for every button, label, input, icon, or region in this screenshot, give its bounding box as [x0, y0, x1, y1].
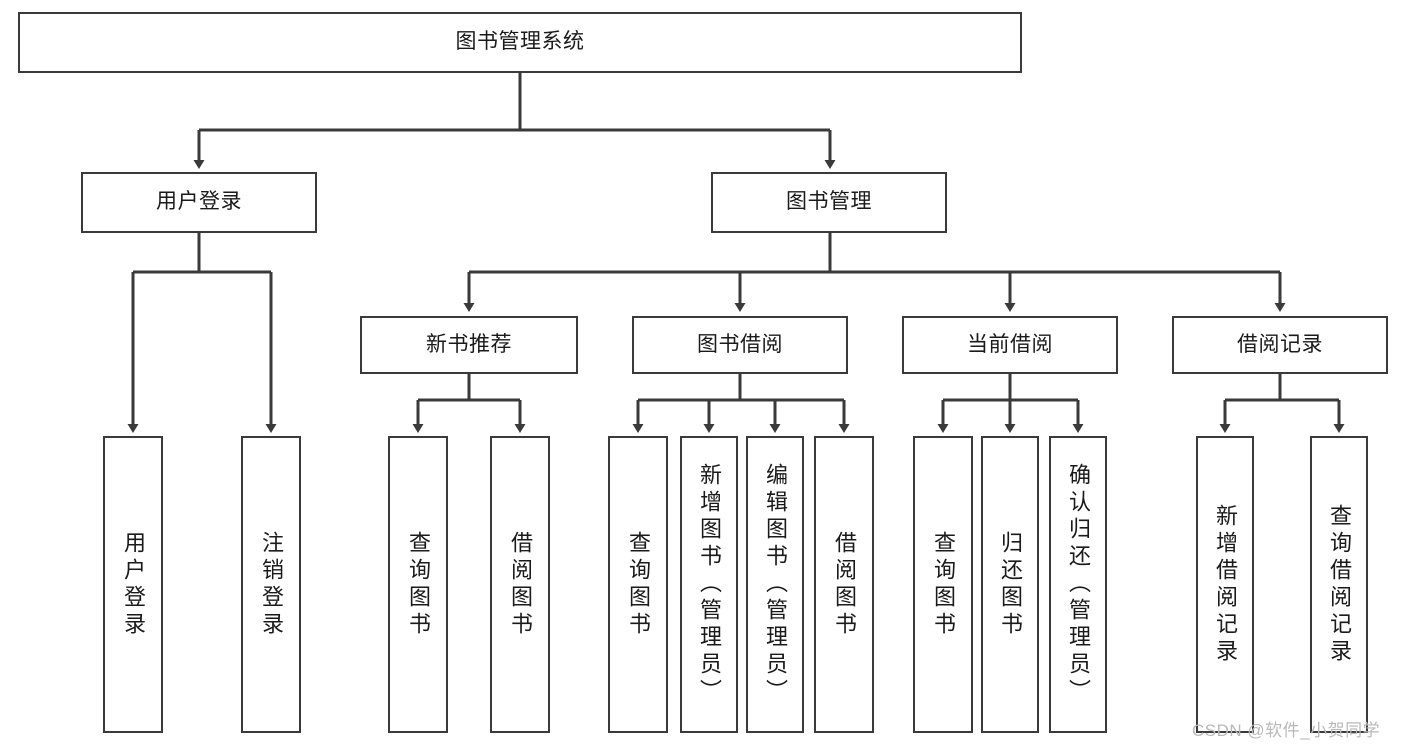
node-leaf-borrow-book-2-label: 借阅图书 [832, 530, 857, 639]
node-leaf-add-record-label: 新增借阅记录 [1213, 503, 1238, 666]
node-leaf-user-login-label: 用户登录 [121, 530, 146, 639]
node-leaf-borrow-book-1-label: 借阅图书 [508, 530, 533, 639]
node-leaf-return-book[interactable]: 归还图书 [981, 436, 1039, 733]
node-leaf-confirm-return-label: 确认归还（管理员） [1066, 463, 1091, 706]
node-new-book-recommend[interactable]: 新书推荐 [360, 316, 578, 374]
node-leaf-user-logout[interactable]: 注销登录 [241, 436, 301, 733]
node-new-book-recommend-label: 新书推荐 [426, 332, 512, 356]
node-borrow-record-label: 借阅记录 [1237, 332, 1323, 356]
node-leaf-query-book-1-label: 查询图书 [406, 530, 431, 639]
node-leaf-edit-book[interactable]: 编辑图书（管理员） [746, 436, 804, 733]
node-leaf-borrow-book-2[interactable]: 借阅图书 [814, 436, 874, 733]
node-current-borrow-label: 当前借阅 [967, 332, 1053, 356]
node-leaf-add-book-label: 新增图书（管理员） [697, 463, 722, 706]
node-leaf-borrow-book-1[interactable]: 借阅图书 [490, 436, 550, 733]
node-borrow-record[interactable]: 借阅记录 [1172, 316, 1388, 374]
node-current-borrow[interactable]: 当前借阅 [902, 316, 1118, 374]
node-leaf-query-book-3[interactable]: 查询图书 [913, 436, 973, 733]
node-leaf-add-book[interactable]: 新增图书（管理员） [680, 436, 738, 733]
node-book-borrow-label: 图书借阅 [697, 332, 783, 356]
node-leaf-edit-book-label: 编辑图书（管理员） [763, 463, 788, 706]
node-user-login-label: 用户登录 [156, 190, 242, 214]
node-book-management-label: 图书管理 [786, 190, 872, 214]
node-leaf-return-book-label: 归还图书 [998, 530, 1023, 639]
node-leaf-add-record[interactable]: 新增借阅记录 [1196, 436, 1254, 733]
node-leaf-confirm-return[interactable]: 确认归还（管理员） [1049, 436, 1107, 733]
node-leaf-query-book-2-label: 查询图书 [626, 530, 651, 639]
csdn-watermark: CSDN @软件_小贺同学 [1192, 721, 1381, 740]
node-leaf-query-book-3-label: 查询图书 [931, 530, 956, 639]
node-book-borrow[interactable]: 图书借阅 [632, 316, 848, 374]
node-user-login[interactable]: 用户登录 [81, 172, 317, 233]
node-book-management[interactable]: 图书管理 [711, 172, 947, 233]
node-leaf-user-logout-label: 注销登录 [259, 530, 284, 639]
node-leaf-query-book-2[interactable]: 查询图书 [608, 436, 668, 733]
node-root[interactable]: 图书管理系统 [18, 12, 1022, 73]
node-root-label: 图书管理系统 [455, 30, 585, 54]
node-leaf-query-book-1[interactable]: 查询图书 [388, 436, 448, 733]
node-leaf-user-login[interactable]: 用户登录 [103, 436, 163, 733]
node-leaf-query-record[interactable]: 查询借阅记录 [1310, 436, 1368, 733]
node-leaf-query-record-label: 查询借阅记录 [1327, 503, 1352, 666]
